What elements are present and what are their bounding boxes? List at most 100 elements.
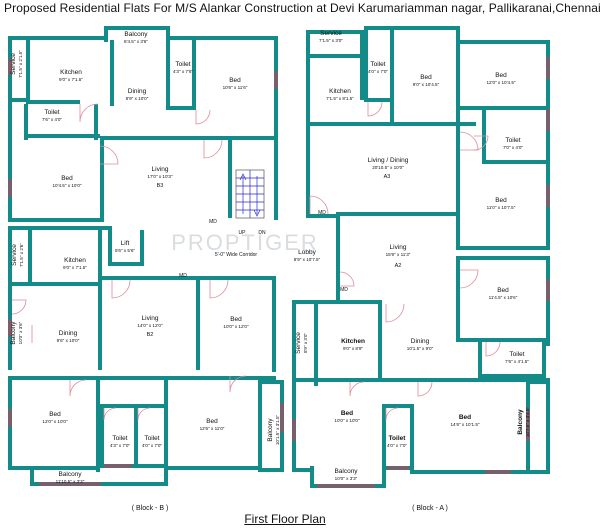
wall	[364, 30, 368, 102]
wall	[30, 482, 164, 486]
room-dimension: 10'4.5" x 10'0"	[52, 182, 82, 188]
wall	[530, 470, 550, 474]
wall	[192, 40, 196, 110]
window	[280, 403, 284, 433]
walls	[8, 26, 550, 488]
wall	[310, 466, 314, 488]
door-tag-md: MD	[340, 287, 348, 293]
wall	[360, 30, 364, 100]
wall	[456, 106, 550, 110]
door-arc	[385, 303, 405, 323]
room-name: Bed	[495, 71, 507, 79]
door-arc	[367, 101, 383, 117]
room-name: Lift	[120, 239, 130, 247]
wall	[166, 26, 170, 42]
wall	[456, 40, 550, 44]
room-name: Bed	[458, 413, 472, 421]
wall	[24, 104, 28, 140]
room-name: Bed	[229, 76, 241, 84]
room-dimension: 7'0" x 4'0"	[502, 144, 524, 150]
wall	[30, 466, 34, 484]
wall	[8, 376, 12, 470]
room-dimension: 10'0" x 3'3"	[334, 475, 358, 481]
room-name: Dining	[410, 337, 430, 345]
room-name: Bed	[340, 409, 354, 417]
wall	[98, 230, 102, 370]
door-arc	[203, 139, 223, 159]
room-name: Balcony	[9, 321, 17, 345]
window	[387, 466, 409, 470]
door-arc	[99, 145, 119, 165]
wall	[414, 470, 530, 474]
window	[8, 319, 12, 337]
wall	[8, 466, 100, 470]
room-name: Living	[141, 314, 159, 322]
room-name: Balcony	[334, 467, 358, 475]
wall	[296, 468, 310, 472]
room-dimension: 4'3" x 7'0"	[109, 442, 131, 448]
room-name: Service	[10, 244, 18, 266]
window	[292, 419, 296, 441]
stair-arrow-up	[239, 173, 247, 214]
wall	[108, 230, 112, 266]
wall	[164, 376, 168, 486]
room-name: Bed	[206, 417, 218, 425]
wall	[386, 404, 414, 408]
wall	[272, 276, 276, 372]
room-name: Toilet	[388, 434, 406, 442]
unit-label-a2: A2	[394, 263, 402, 269]
wall	[306, 214, 340, 218]
wall	[26, 100, 80, 104]
room-dimension: 12'0" x 10'0"	[42, 418, 68, 424]
room-dimension: 11'0" x 10'7.5"	[486, 204, 516, 210]
wall	[96, 376, 100, 472]
room-dimension: 7'6" x 4'0"	[41, 116, 63, 122]
wall	[386, 466, 414, 470]
drawing-title: Proposed Residential Flats For M/S Alank…	[4, 1, 600, 15]
room-name: Living / Dining	[367, 156, 409, 164]
door-arc	[459, 131, 479, 151]
room-dimension: 10'0" x 12'0"	[223, 323, 249, 329]
wall	[460, 338, 550, 342]
unit-label-b3: B3	[156, 183, 164, 189]
room-name: Service	[320, 29, 342, 37]
wall	[28, 230, 32, 286]
window	[317, 484, 375, 488]
room-name: Bed	[420, 73, 432, 81]
door-arc	[349, 381, 365, 397]
wall	[306, 30, 310, 126]
wall	[336, 212, 460, 216]
wall	[166, 36, 278, 40]
room-dimension: 7'6" x 4'1.5"	[505, 358, 529, 364]
wall	[480, 374, 546, 378]
wall	[382, 404, 386, 486]
unit-label-a3: A3	[383, 174, 391, 180]
room-dimension: 11'4.5" x 10'6"	[488, 294, 518, 300]
door-arc	[209, 279, 229, 299]
wall	[104, 26, 108, 42]
room-name: Bed	[230, 315, 242, 323]
room-dimension: 7'1.5" x 8'1.5"	[326, 95, 354, 101]
room-dimension: 12'0" x 10'4.5"	[486, 79, 516, 85]
room-dimension: 8'9" x 10'0"	[125, 95, 149, 101]
wall	[364, 26, 460, 30]
door-arc	[195, 109, 211, 125]
room-name: Toilet	[175, 60, 191, 68]
room-dimension: 10'1.5" x 9'0"	[406, 345, 434, 351]
wall	[292, 300, 380, 304]
